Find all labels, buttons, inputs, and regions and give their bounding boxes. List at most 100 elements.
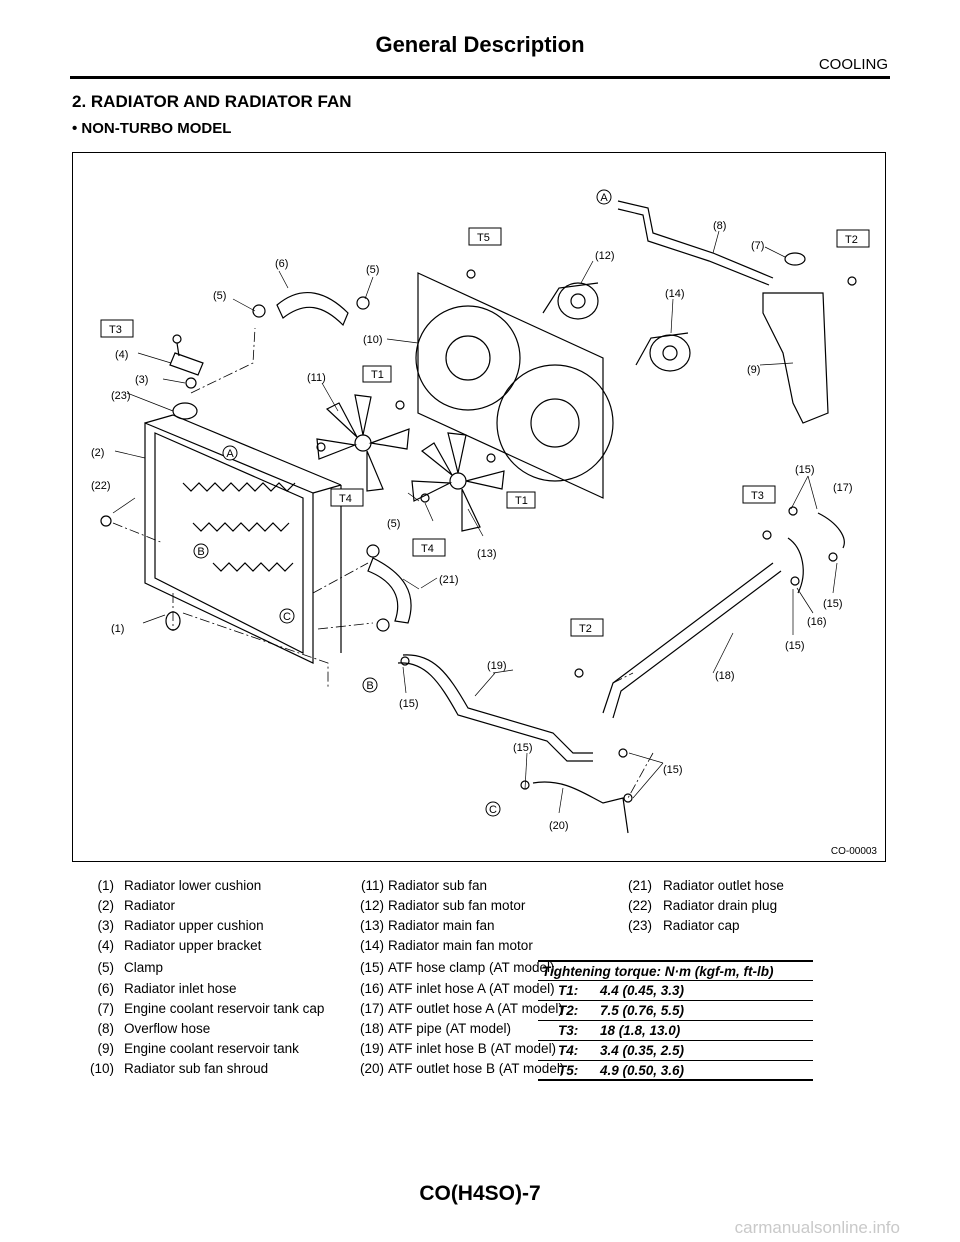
legend-text: Engine coolant reservoir tank cap — [124, 1001, 325, 1016]
legend-row: (2)Radiator (12)Radiator sub fan motor (… — [72, 898, 886, 918]
legend-number: (1) — [97, 878, 115, 893]
torque-tag-t3b: T3 — [751, 490, 764, 502]
legend-row: (4)Radiator upper bracket (14)Radiator m… — [72, 938, 886, 958]
legend-number: (19) — [359, 1041, 384, 1056]
legend-number: (16) — [359, 981, 384, 996]
callout-15a: (15) — [795, 464, 815, 476]
legend-text: Radiator lower cushion — [124, 878, 262, 893]
torque-key: T5: — [558, 1063, 579, 1078]
torque-row-t4: T4: 3.4 (0.35, 2.5) — [538, 1041, 813, 1061]
callout-4: (4) — [115, 349, 128, 361]
legend-row: (7) Engine coolant reservoir tank cap (17… — [72, 1001, 886, 1021]
legend-number: (6) — [97, 981, 115, 996]
legend-text: Radiator drain plug — [663, 898, 778, 913]
callout-9: (9) — [747, 364, 760, 376]
callout-23: (23) — [111, 390, 131, 402]
reservoir-tank-shape — [762, 292, 829, 424]
radiator-cap-shape — [172, 402, 198, 420]
legend-text: ATF inlet hose B (AT model) — [388, 1041, 557, 1056]
callout-12: (12) — [595, 250, 615, 262]
view-marker-c1: C — [283, 611, 291, 623]
callout-14: (14) — [665, 288, 685, 300]
header-rule — [70, 76, 890, 79]
view-marker-a2: A — [226, 448, 234, 460]
callout-2: (2) — [91, 447, 104, 459]
legend-number: (13) — [359, 918, 384, 933]
callout-10: (10) — [363, 334, 383, 346]
exploded-diagram: (1) (2) (3) (4) (5) (5) (5) (6) (7) (8) … — [72, 152, 886, 862]
legend-row: (5)Clamp (15)ATF hose clamp (AT model) — [72, 960, 886, 980]
legend-text: Radiator sub fan — [388, 878, 488, 893]
legend-text: ATF outlet hose A (AT model) — [388, 1001, 563, 1016]
view-marker-b2: B — [366, 680, 373, 692]
callout-3: (3) — [135, 374, 148, 386]
fan-shroud-shape — [417, 272, 604, 499]
view-marker-c2: C — [489, 804, 497, 816]
legend-text: Radiator main fan motor — [388, 938, 533, 953]
callout-21: (21) — [439, 574, 459, 586]
sub-heading: • NON-TURBO MODEL — [72, 120, 232, 137]
callout-17: (17) — [833, 482, 853, 494]
legend-text: ATF outlet hose B (AT model) — [388, 1061, 565, 1076]
torque-title: Tightening torque: N·m (kgf-m, ft-lb) — [538, 960, 813, 981]
callout-8: (8) — [713, 220, 726, 232]
legend-text: Radiator cap — [663, 918, 740, 933]
torque-tag-t4b: T4 — [421, 543, 434, 555]
callout-22: (22) — [91, 480, 111, 492]
callout-5a: (5) — [213, 290, 226, 302]
legend-text: ATF inlet hose A (AT model) — [388, 981, 555, 996]
legend-number: (14) — [359, 938, 384, 953]
figure-code: CO-00003 — [830, 846, 877, 857]
diagram-drawing: (1) (2) (3) (4) (5) (5) (5) (6) (7) (8) … — [91, 189, 870, 834]
view-marker-b1: B — [197, 546, 204, 558]
legend-number: (4) — [97, 938, 115, 953]
callout-15f: (15) — [663, 764, 683, 776]
torque-value: 4.9 (0.50, 3.6) — [600, 1063, 685, 1078]
callout-5b: (5) — [366, 264, 379, 276]
legend-number: (8) — [97, 1021, 115, 1036]
legend-number: (7) — [97, 1001, 115, 1016]
legend-row: (3)Radiator upper cushion (13)Radiator m… — [72, 918, 886, 938]
callout-1: (1) — [111, 623, 124, 635]
legend-number: (12) — [359, 898, 384, 913]
torque-value: 4.4 (0.45, 3.3) — [600, 983, 685, 998]
torque-value: 3.4 (0.35, 2.5) — [600, 1043, 685, 1058]
legend-text: Radiator inlet hose — [124, 981, 237, 996]
legend-text: Radiator outlet hose — [663, 878, 784, 893]
torque-row-t5: T5: 4.9 (0.50, 3.6) — [538, 1061, 813, 1081]
torque-tag-t3a: T3 — [109, 324, 122, 336]
legend-row: (8)Overflow hose (18)ATF pipe (AT model) — [72, 1021, 886, 1041]
legend-row: (9)Engine coolant reservoir tank (19)ATF… — [72, 1041, 886, 1061]
legend-number: (2) — [97, 898, 115, 913]
legend-number: (23) — [627, 918, 652, 933]
torque-tag-t2b: T2 — [579, 623, 592, 635]
callout-11: (11) — [307, 372, 326, 384]
legend-text: Radiator upper cushion — [124, 918, 264, 933]
callout-19: (19) — [487, 660, 507, 672]
legend-text: Overflow hose — [124, 1021, 211, 1036]
torque-tag-t1a: T1 — [371, 369, 384, 381]
callout-16: (16) — [807, 616, 827, 628]
legend-text: Clamp — [124, 960, 164, 975]
legend-number: (20) — [359, 1061, 384, 1076]
torque-tag-t5: T5 — [477, 232, 490, 244]
legend-number: (5) — [97, 960, 115, 975]
legend-text: Radiator — [124, 898, 176, 913]
torque-value: 18 (1.8, 13.0) — [600, 1023, 681, 1038]
callout-20: (20) — [549, 820, 569, 832]
legend-row: (6) Radiator inlet hose (16) ATF inlet hos… — [72, 981, 886, 1001]
section-label: COOLING — [818, 56, 888, 73]
legend-number: (17) — [359, 1001, 384, 1016]
legend-number: (9) — [97, 1041, 115, 1056]
callout-15d: (15) — [399, 698, 419, 710]
legend-text: Radiator main fan — [388, 918, 495, 933]
watermark: carmanualsonline.info — [734, 1218, 900, 1237]
callout-18: (18) — [715, 670, 735, 682]
legend-number: (10) — [89, 1061, 114, 1076]
legend-text: Radiator sub fan shroud — [124, 1061, 269, 1076]
torque-key: T4: — [558, 1043, 579, 1058]
view-marker-a1: A — [600, 192, 608, 204]
page-title: General Description — [375, 32, 585, 57]
radiator-shape — [144, 422, 314, 664]
torque-key: T2: — [558, 1003, 579, 1018]
